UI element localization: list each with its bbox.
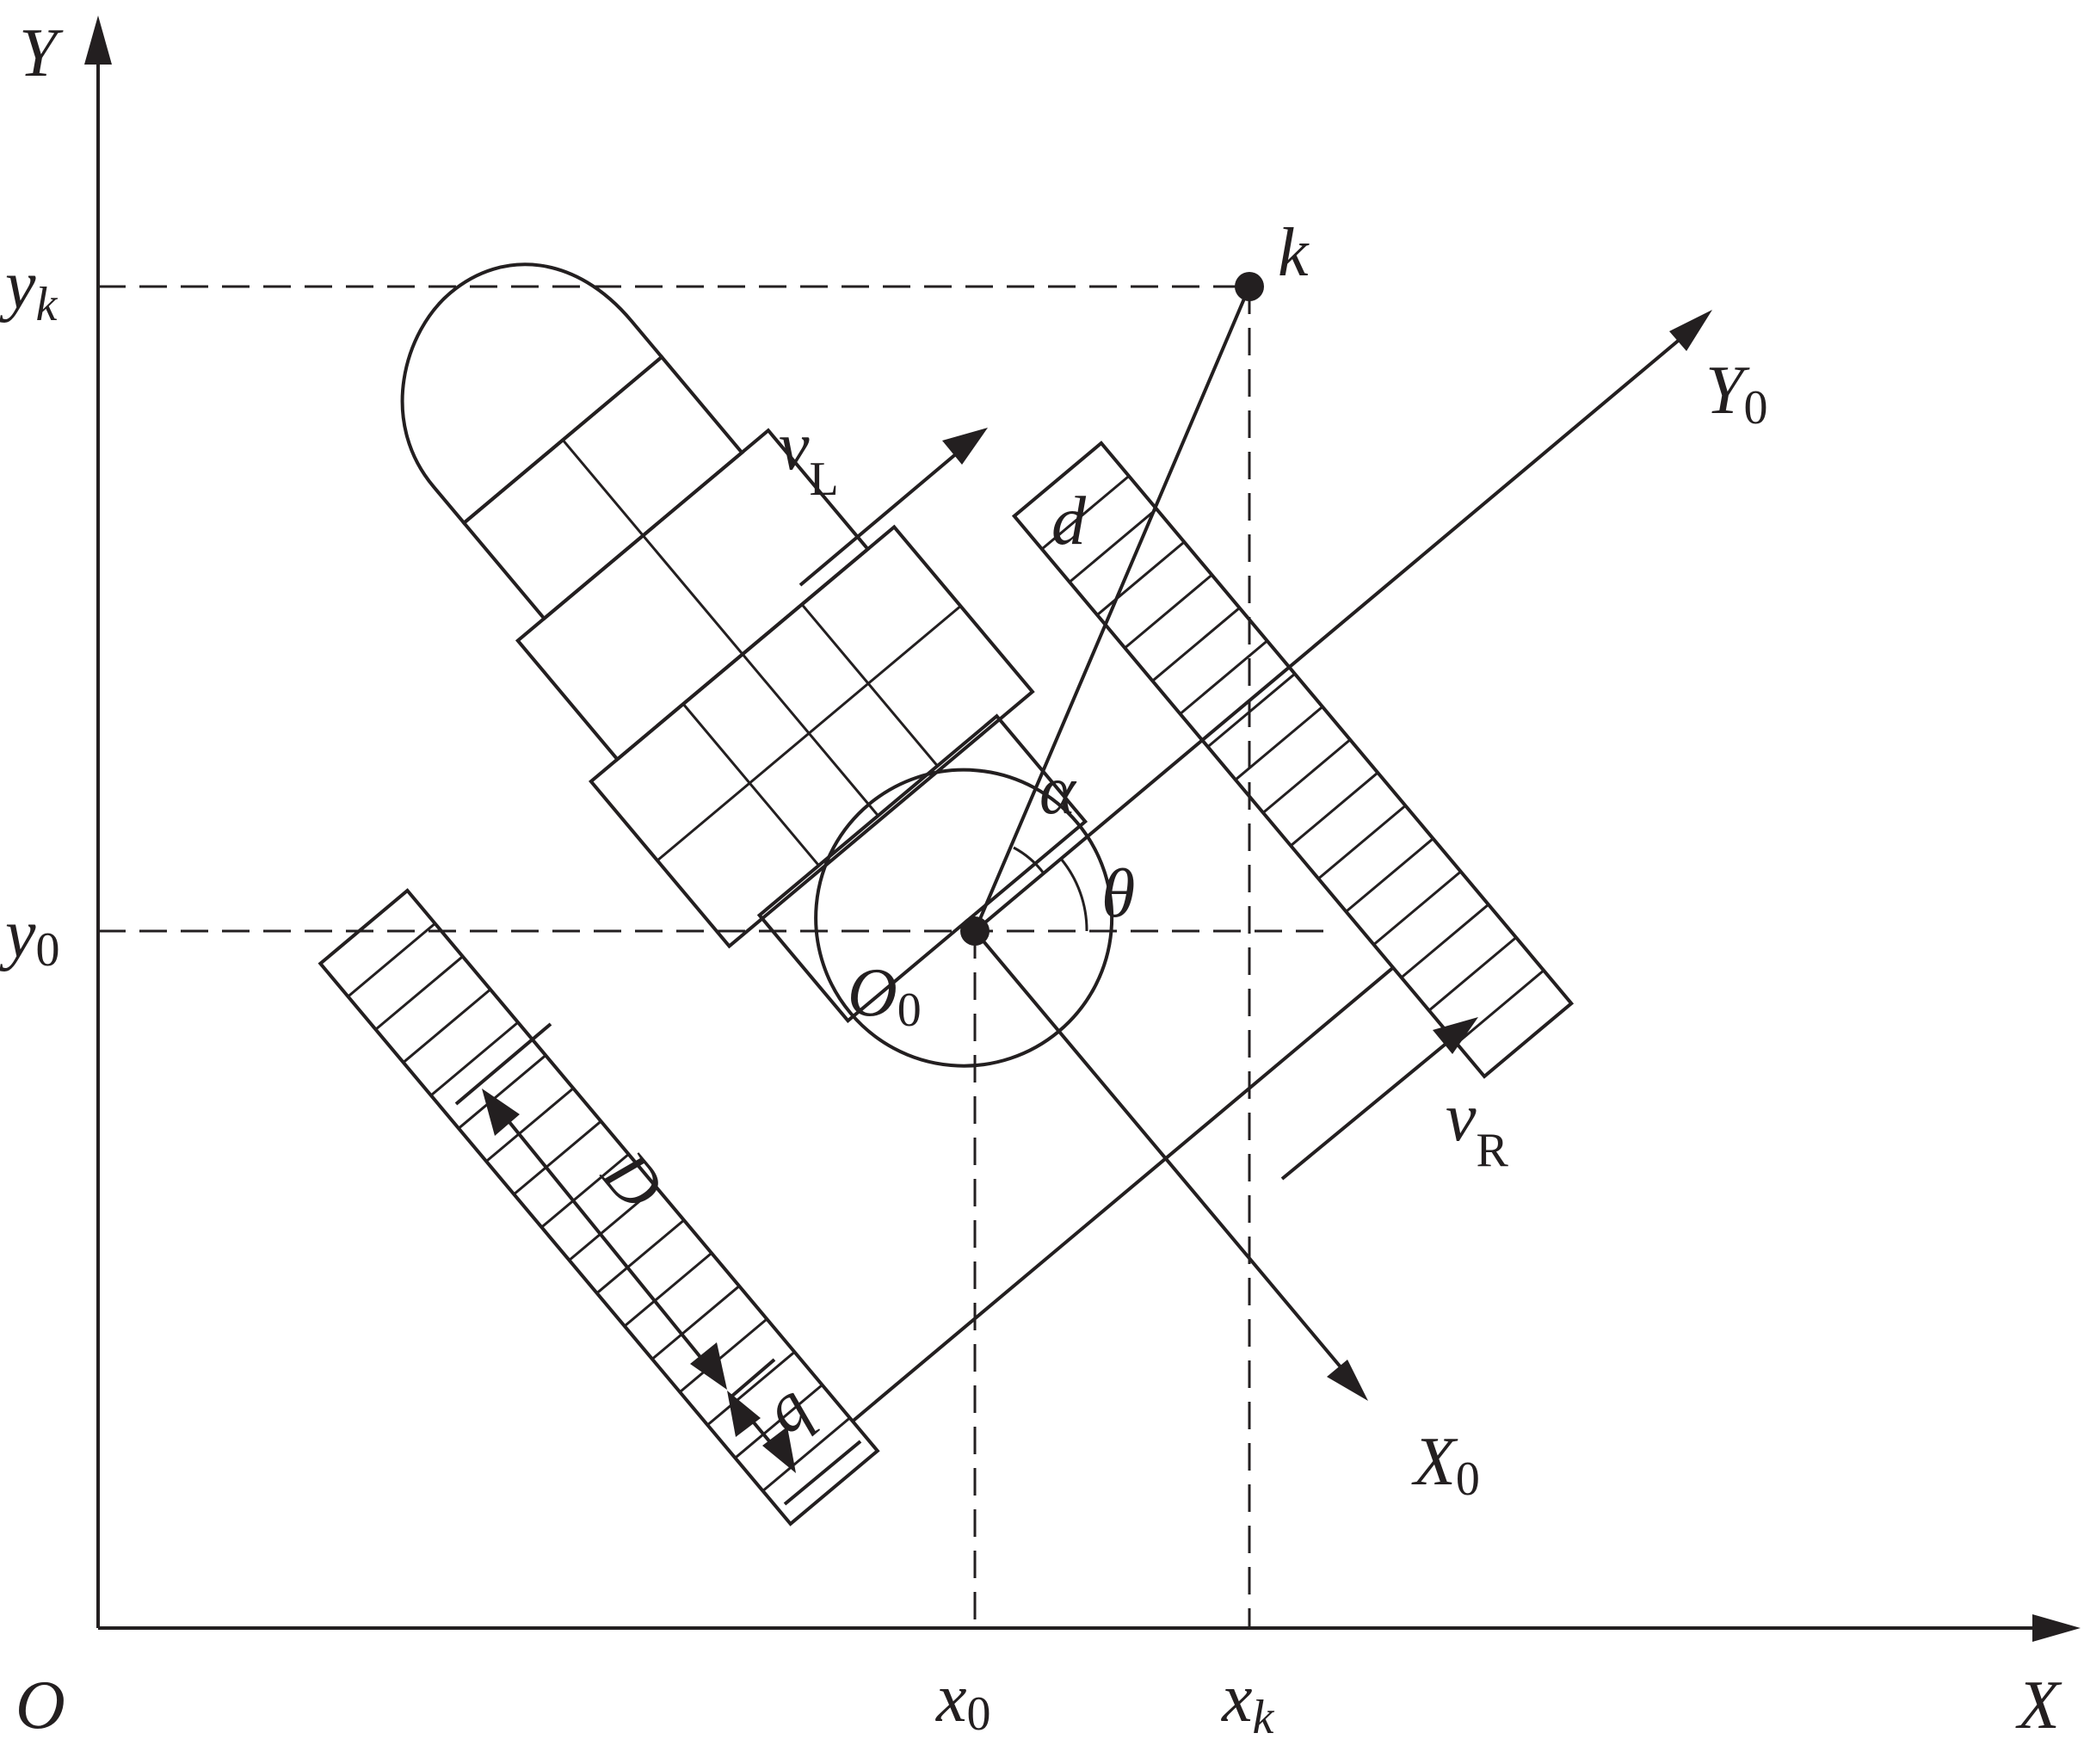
velocity-right-arrow bbox=[1280, 1017, 1478, 1181]
xk-label: xk bbox=[1221, 1661, 1275, 1744]
right-track-tread-3 bbox=[1096, 540, 1186, 616]
right-track-tread-13 bbox=[1372, 870, 1462, 946]
right-track-tread-9 bbox=[1262, 738, 1352, 814]
left-track-tread-2 bbox=[374, 955, 464, 1031]
body-inner-line-left bbox=[681, 703, 820, 867]
v-right-label: vR bbox=[1446, 1080, 1509, 1177]
y0-label: y0 bbox=[0, 897, 60, 977]
y0-axis-line bbox=[973, 336, 1684, 933]
x0-axis-line bbox=[973, 929, 1348, 1376]
alpha-label: α bbox=[1039, 753, 1077, 829]
point-k-dot bbox=[1235, 272, 1264, 301]
body-inner-line-right bbox=[800, 603, 939, 768]
dimension-D-ext-right bbox=[730, 1358, 776, 1398]
velocity-left-arrow bbox=[798, 428, 988, 587]
distance-d-label: d bbox=[1051, 484, 1087, 559]
distance-line-d bbox=[973, 286, 1251, 932]
left-track-tread-12 bbox=[651, 1285, 741, 1360]
right-track-outline bbox=[1011, 441, 1575, 1079]
right-track-tread-12 bbox=[1345, 837, 1434, 913]
right-track-tread-15 bbox=[1427, 936, 1517, 1012]
right-track-tread-7 bbox=[1206, 672, 1296, 749]
right-track-tread-16 bbox=[1456, 969, 1545, 1045]
dimension-D-line bbox=[489, 1097, 720, 1381]
left-track-treads bbox=[347, 922, 851, 1492]
dimension-D-ext-left bbox=[454, 1022, 552, 1106]
left-track-tread-4 bbox=[429, 1021, 519, 1097]
left-track-tread-15 bbox=[734, 1384, 823, 1459]
origin-O0-label: O0 bbox=[848, 955, 922, 1037]
right-track-tread-1 bbox=[1040, 475, 1130, 551]
left-track-tread-9 bbox=[568, 1186, 657, 1261]
x-axis-label: X bbox=[2015, 1668, 2062, 1743]
right-track-treads bbox=[1040, 475, 1545, 1045]
body-center-line bbox=[561, 439, 879, 817]
left-track-tread-1 bbox=[347, 922, 436, 998]
v-left-label: vL bbox=[779, 409, 839, 506]
left-track-tread-3 bbox=[402, 988, 491, 1064]
y-axis-label: Y bbox=[19, 15, 64, 91]
point-k-label: k bbox=[1278, 215, 1310, 291]
right-track-tread-8 bbox=[1234, 706, 1323, 781]
body-mid-line bbox=[657, 605, 962, 862]
left-track-tread-13 bbox=[679, 1317, 768, 1393]
y-axis-arrowhead bbox=[84, 15, 112, 65]
y0-axis-label: Y0 bbox=[1705, 353, 1768, 435]
dimension-b-ext bbox=[783, 1440, 862, 1506]
left-track-tread-5 bbox=[458, 1054, 547, 1130]
local-axes bbox=[973, 310, 1712, 1401]
x-axis-arrowhead bbox=[2032, 1614, 2081, 1642]
x0-axis-arrowhead bbox=[1327, 1360, 1368, 1401]
theta-arc bbox=[1059, 858, 1088, 932]
dimension-D-label: D bbox=[587, 1137, 677, 1224]
right-track-tread-4 bbox=[1124, 573, 1213, 650]
point-O0-dot bbox=[960, 916, 990, 946]
global-axes bbox=[84, 15, 2081, 1642]
nose-cap bbox=[400, 262, 664, 526]
robot-body bbox=[318, 262, 1575, 1527]
y0-axis-arrowhead bbox=[1669, 310, 1712, 351]
theta-label: θ bbox=[1101, 856, 1135, 932]
dimension-D bbox=[454, 1022, 776, 1398]
left-track-tread-7 bbox=[513, 1119, 602, 1196]
left-track-tread-16 bbox=[761, 1416, 851, 1492]
origin-label: O bbox=[15, 1668, 65, 1743]
right-track-tread-14 bbox=[1400, 904, 1489, 979]
left-track-tread-6 bbox=[485, 1087, 575, 1163]
guide-lines bbox=[98, 285, 1325, 1628]
dimension-b bbox=[727, 1391, 862, 1506]
left-track bbox=[318, 888, 880, 1527]
left-track-tread-8 bbox=[540, 1153, 630, 1229]
right-track-tread-5 bbox=[1151, 607, 1241, 682]
x0-label: x0 bbox=[935, 1661, 991, 1741]
right-track bbox=[1011, 441, 1575, 1079]
alpha-arc bbox=[1013, 846, 1045, 874]
yk-label: yk bbox=[0, 248, 59, 331]
left-track-outline bbox=[318, 888, 880, 1527]
x0-axis-label: X0 bbox=[1411, 1424, 1480, 1506]
rear-axle-line bbox=[851, 965, 1395, 1423]
right-track-tread-11 bbox=[1317, 805, 1407, 880]
right-track-tread-6 bbox=[1179, 639, 1268, 715]
right-track-tread-2 bbox=[1069, 508, 1158, 583]
left-track-tread-10 bbox=[595, 1218, 685, 1294]
body-block-1 bbox=[756, 713, 1088, 1024]
left-track-tread-11 bbox=[623, 1252, 712, 1328]
right-track-tread-10 bbox=[1290, 771, 1379, 847]
left-track-tread-14 bbox=[706, 1351, 796, 1427]
